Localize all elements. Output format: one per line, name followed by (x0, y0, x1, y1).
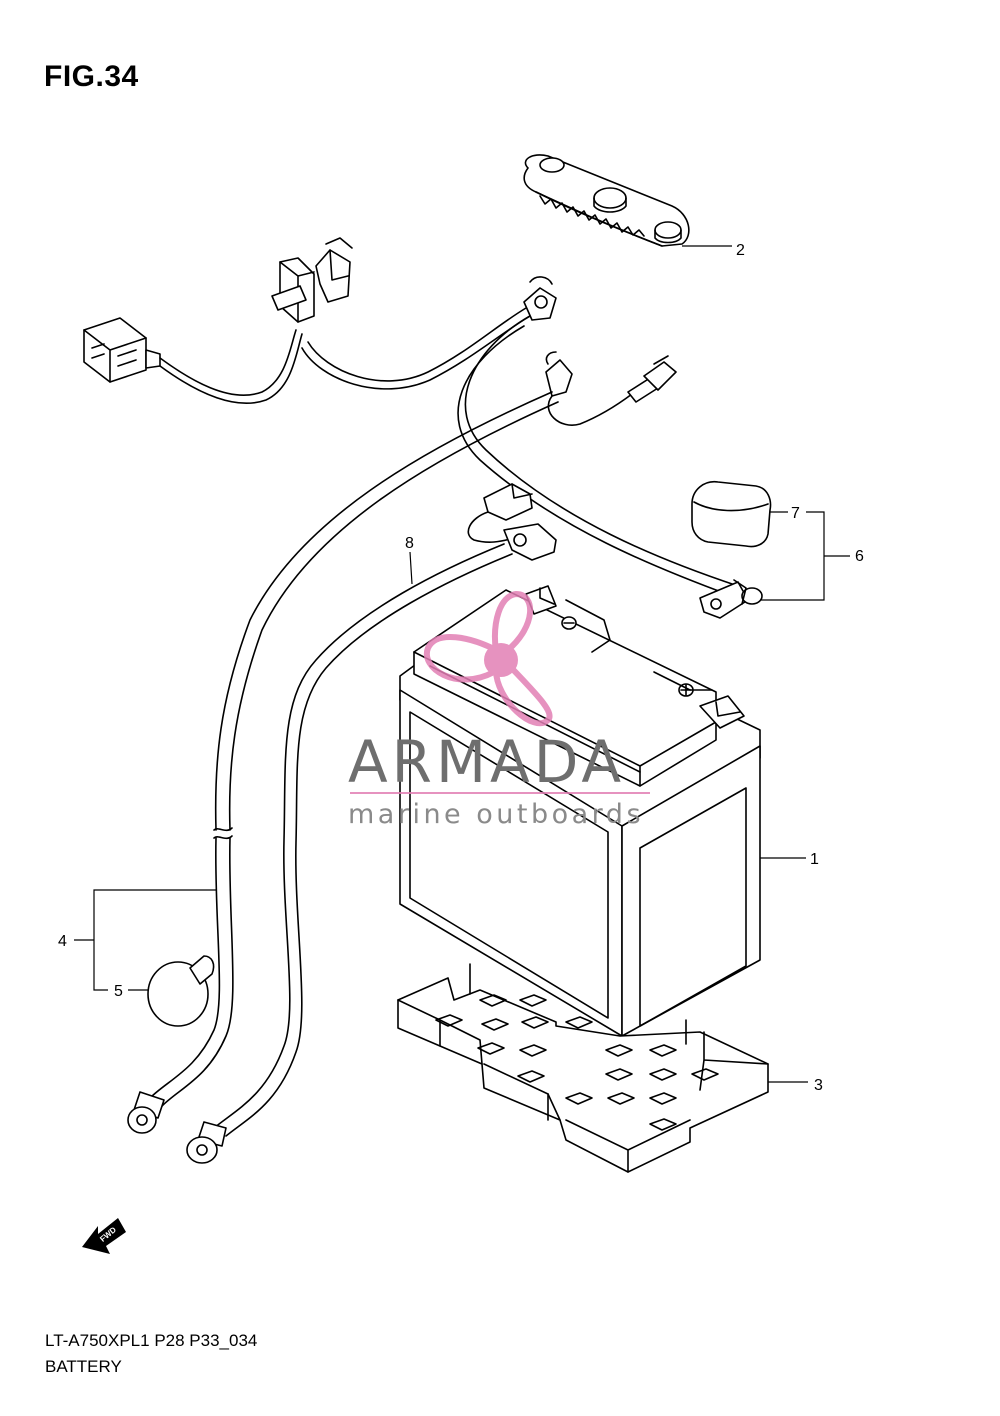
leader-6 (760, 511, 850, 601)
callout-5[interactable]: 5 (114, 983, 123, 1000)
part-2-terminal-cover[interactable] (523, 154, 690, 247)
armada-logo (350, 590, 650, 794)
diagram-code: LT-A750XPL1 P28 P33_034 (45, 1331, 258, 1350)
part-4-battery-cable[interactable] (83, 237, 763, 619)
diagram-name: BATTERY (45, 1357, 122, 1376)
fwd-arrow-icon: FWD (82, 1218, 126, 1254)
part-5-cap[interactable] (147, 955, 215, 1027)
callout-7[interactable]: 7 (791, 505, 800, 522)
watermark-tagline: marine outboards (348, 799, 644, 830)
part-4-ground-lead[interactable] (127, 391, 559, 1134)
logo-divider (350, 792, 650, 794)
callout-1[interactable]: 1 (810, 851, 819, 868)
part-7-terminal-cover[interactable] (691, 480, 772, 548)
figure-title: FIG.34 (44, 60, 139, 93)
watermark-brand: ARMADA (348, 728, 625, 796)
part-8-lead-wire[interactable] (186, 483, 557, 1164)
callout-8[interactable]: 8 (405, 535, 414, 552)
leader-4 (74, 889, 216, 991)
callout-2[interactable]: 2 (736, 242, 745, 259)
callout-6[interactable]: 6 (855, 548, 864, 565)
propeller-logo-icon (423, 590, 553, 727)
callout-4[interactable]: 4 (58, 933, 67, 950)
leader-8 (409, 551, 413, 585)
part-4-sensor-lead[interactable] (545, 351, 677, 426)
callout-3[interactable]: 3 (814, 1077, 823, 1094)
part-3-battery-tray[interactable] (397, 963, 769, 1173)
